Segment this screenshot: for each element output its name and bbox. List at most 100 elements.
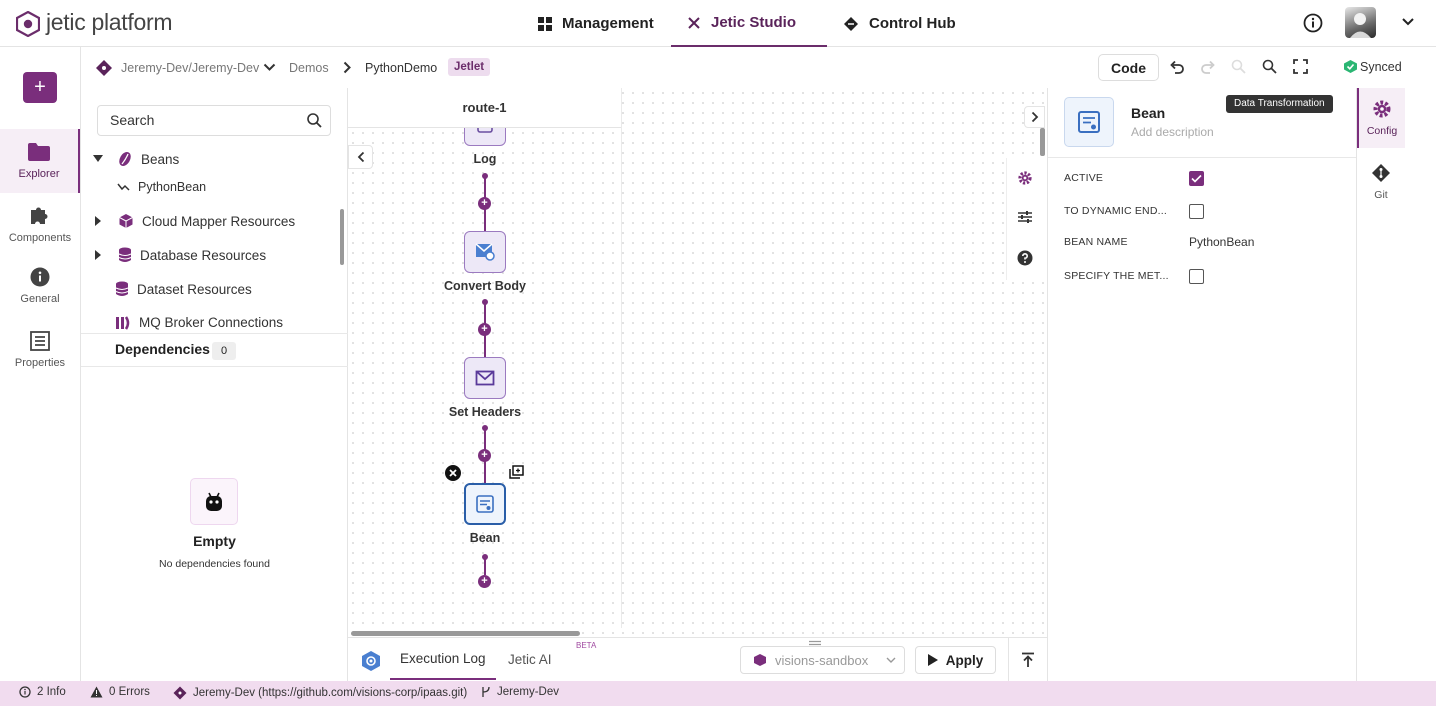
status-info-text: 2 Info — [37, 686, 66, 698]
status-repo[interactable]: Jeremy-Dev (https://github.com/visions-c… — [173, 686, 467, 700]
breadcrumb-project[interactable]: PythonDemo — [365, 61, 438, 75]
tree-item-pythonbean[interactable]: PythonBean — [117, 180, 206, 194]
play-icon — [927, 654, 938, 666]
fullscreen-icon[interactable] — [1293, 59, 1308, 74]
config-panel: Bean Add description ACTIVE TO DYNAMIC E… — [1047, 88, 1357, 681]
apply-label: Apply — [945, 652, 984, 668]
canvas-side-tools — [1006, 158, 1047, 280]
tree-item-cloud-mapper[interactable]: Cloud Mapper Resources — [95, 213, 295, 229]
to-dynamic-endpoint-checkbox[interactable] — [1189, 203, 1204, 219]
environment-value: visions-sandbox — [775, 652, 869, 668]
tree-item-mq-broker[interactable]: MQ Broker Connections — [115, 315, 283, 330]
canvas-horizontal-scrollbar[interactable] — [351, 631, 580, 636]
sliders-icon[interactable] — [1017, 210, 1033, 224]
redo-icon[interactable] — [1200, 59, 1216, 75]
apply-button[interactable]: Apply — [915, 646, 996, 674]
rail-item-explorer[interactable]: Explorer — [0, 129, 80, 193]
canvas-vertical-scrollbar[interactable] — [1040, 128, 1045, 156]
panel-title: Bean — [1131, 105, 1166, 121]
tab-execution-log[interactable]: Execution Log — [390, 638, 496, 680]
drag-handle-icon[interactable] — [808, 640, 822, 646]
rail-item-general[interactable]: General — [0, 255, 80, 317]
bean-name-value[interactable]: PythonBean — [1189, 235, 1255, 249]
zoom-in-icon[interactable] — [1262, 59, 1277, 74]
right-rail: Config Git — [1356, 88, 1436, 681]
add-step-button[interactable]: + — [478, 323, 491, 336]
rail-item-components[interactable]: Components — [0, 193, 80, 255]
tree-label: Beans — [141, 151, 180, 167]
expand-right-icon[interactable] — [1024, 106, 1045, 128]
node-label: Set Headers — [448, 405, 522, 419]
tree-item-dataset[interactable]: Dataset Resources — [115, 281, 252, 297]
explorer-scrollbar[interactable] — [340, 209, 344, 265]
help-icon[interactable] — [1017, 250, 1033, 266]
node-convert-body[interactable] — [464, 231, 506, 273]
grid-icon — [538, 16, 552, 31]
left-rail: + Explorer Components General Properties — [0, 47, 81, 681]
rail-label: Explorer — [18, 168, 60, 180]
logo-text: jetic platform — [46, 9, 173, 35]
status-info[interactable]: 2 Info — [19, 686, 66, 698]
tab-management[interactable]: Management — [538, 0, 654, 47]
route-canvas[interactable]: route-1 Log + Convert Body + Set Headers… — [348, 88, 1047, 637]
undo-icon[interactable] — [1169, 59, 1185, 75]
delete-node-icon[interactable] — [445, 465, 461, 481]
status-branch[interactable]: Jeremy-Dev — [481, 686, 559, 698]
tree-item-beans[interactable]: Beans — [93, 151, 179, 167]
caret-down-icon — [93, 155, 103, 163]
tab-control-hub[interactable]: Control Hub — [843, 0, 956, 47]
tab-label: Jetic Studio — [711, 14, 797, 31]
add-step-button[interactable]: + — [478, 449, 491, 462]
route-header[interactable]: route-1 — [348, 88, 621, 128]
tab-jetic-ai[interactable]: Jetic AI — [508, 652, 552, 667]
bottom-divider — [1008, 638, 1009, 682]
status-repo-text: Jeremy-Dev (https://github.com/visions-c… — [193, 687, 468, 699]
puzzle-icon — [29, 204, 51, 226]
breadcrumb-repo[interactable]: Jeremy-Dev/Jeremy-Dev — [121, 61, 260, 75]
active-checkbox[interactable] — [1189, 170, 1204, 186]
search-input[interactable]: Search — [97, 105, 331, 136]
rail-item-git[interactable]: Git — [1357, 152, 1405, 212]
specify-method-checkbox[interactable] — [1189, 268, 1204, 284]
add-step-button[interactable]: + — [478, 197, 491, 210]
chevron-down-icon[interactable] — [263, 63, 276, 72]
gear-icon — [1372, 99, 1392, 119]
synced-icon — [1343, 59, 1358, 74]
status-branch-text: Jeremy-Dev — [497, 686, 559, 698]
add-button[interactable]: + — [23, 72, 57, 103]
status-errors[interactable]: 0 Errors — [90, 686, 150, 698]
tree-label: Cloud Mapper Resources — [142, 213, 296, 229]
add-step-button[interactable]: + — [478, 575, 491, 588]
prop-label: TO DYNAMIC END... — [1064, 205, 1167, 217]
gear-icon[interactable] — [1017, 170, 1033, 186]
description-input[interactable]: Add description — [1131, 125, 1214, 139]
environment-select[interactable]: visions-sandbox — [740, 646, 905, 674]
chevron-down-icon[interactable] — [1401, 17, 1415, 27]
rail-item-properties[interactable]: Properties — [0, 319, 80, 381]
node-label: Convert Body — [444, 279, 526, 293]
explorer-panel: Search Beans PythonBean Cloud Mapper Res… — [81, 88, 348, 681]
info-icon[interactable] — [1303, 13, 1323, 33]
list-icon — [30, 331, 50, 351]
beta-badge: BETA — [576, 641, 597, 650]
hub-icon — [843, 16, 859, 32]
expand-panel-icon[interactable] — [1021, 652, 1035, 668]
zoom-out-icon[interactable] — [1231, 59, 1246, 74]
tab-jetic-studio[interactable]: Jetic Studio — [671, 0, 827, 47]
tree-label: PythonBean — [138, 180, 207, 194]
rail-label: General — [20, 293, 60, 305]
code-button[interactable]: Code — [1098, 54, 1159, 81]
node-set-headers[interactable] — [464, 357, 506, 399]
info-circle-icon — [19, 686, 31, 698]
route-icon — [117, 182, 130, 192]
duplicate-node-icon[interactable] — [509, 465, 524, 479]
search-icon[interactable] — [307, 113, 322, 128]
jetic-logo-icon[interactable] — [16, 11, 40, 37]
dependencies-header[interactable]: Dependencies 0 — [81, 333, 348, 367]
tree-item-database[interactable]: Database Resources — [95, 247, 266, 263]
node-bean[interactable] — [464, 483, 506, 525]
avatar[interactable] — [1345, 7, 1376, 38]
breadcrumb-folder[interactable]: Demos — [289, 61, 329, 75]
rail-item-config[interactable]: Config — [1357, 88, 1405, 148]
collapse-left-icon[interactable] — [348, 145, 373, 169]
